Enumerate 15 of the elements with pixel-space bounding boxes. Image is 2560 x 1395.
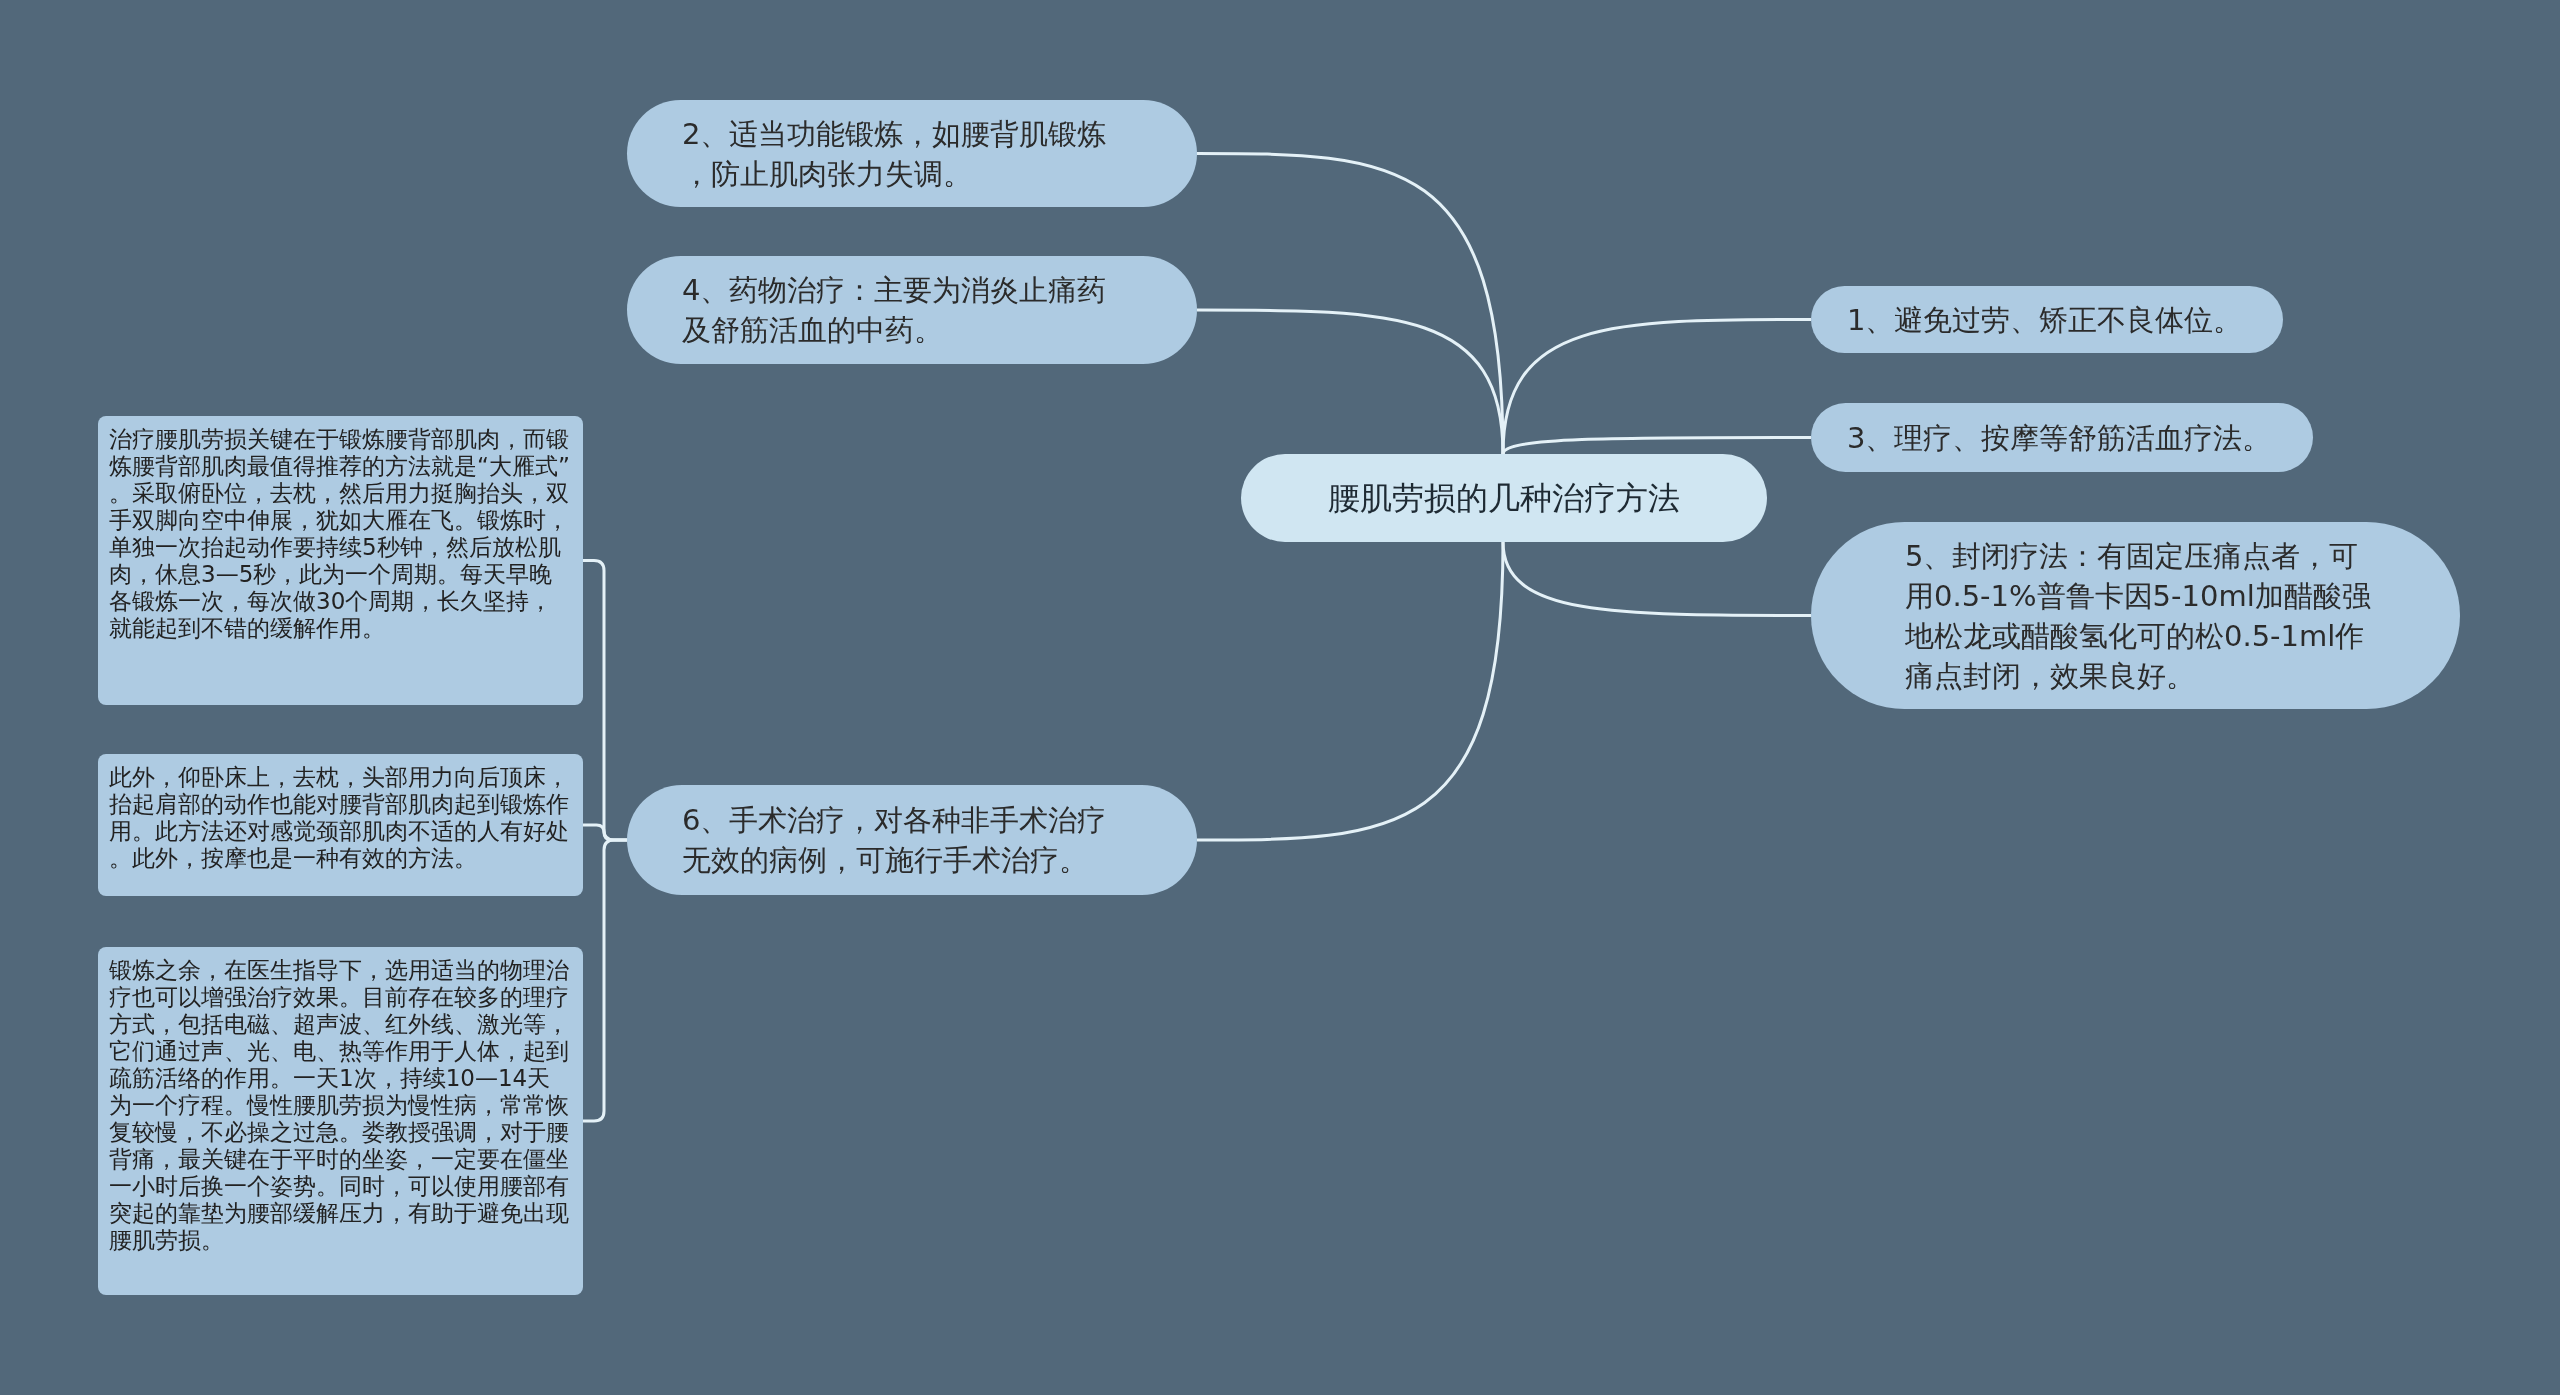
topic-box: 1、避免过劳、矫正不良体位。 (1811, 286, 2283, 353)
central-topic-box: 腰肌劳损的几种治疗方法 (1241, 454, 1767, 542)
topic-box: 2、适当功能锻炼，如腰背肌锻炼，防止肌肉张力失调。 (627, 100, 1197, 207)
topic-box: 4、药物治疗：主要为消炎止痛药及舒筋活血的中药。 (627, 256, 1197, 364)
connector-line (1197, 308, 1505, 455)
note-box: 锻炼之余，在医生指导下，选用适当的物理治疗也可以增强治疗效果。目前存在较多的理疗方式，包括电磁、超声波、红外线、激光等，它们通过声、光、电、热等作用于人体，起到疏筋活络的作用。一天1次，持续10—14天为一个疗程。慢性腰肌劳损为慢性病，常常恢复较慢，不必操之过急。娄教授强调，对于腰背痛，最关键在于平时的坐姿，一定要在僵坐一小时后换一个姿势。同时，可以使用腰部有突起的靠垫为腰部缓解压力，有助于避免出现腰肌劳损。 (98, 947, 583, 1295)
topic-box: 5、封闭疗法：有固定压痛点者，可用0.5-1%普鲁卡因5-10ml加醋酸强地松龙或醋酸氢化可的松0.5-1ml作痛点封闭，效果良好。 (1811, 522, 2460, 709)
note-box: 治疗腰肌劳损关键在于锻炼腰背部肌肉，而锻炼腰背部肌肉最值得推荐的方法就是“大雁式”。采取俯卧位，去枕，然后用力挺胸抬头，双手双脚向空中伸展，犹如大雁在飞。锻炼时，单独一次抬起动作要持续5秒钟，然后放松肌肉，休息3—5秒，此为一个周期。每天早晚各锻炼一次，每次做30个周期，长久坚持，就能起到不错的缓解作用。 (98, 416, 583, 705)
topic-box: 3、理疗、按摩等舒筋活血疗法。 (1811, 403, 2313, 472)
connector-line (1197, 541, 1505, 842)
connector-line (1501, 541, 1811, 617)
note-box: 此外，仰卧床上，去枕，头部用力向后顶床，抬起肩部的动作也能对腰背部肌肉起到锻炼作用。此方法还对感觉颈部肌肉不适的人有好处。此外，按摩也是一种有效的方法。 (98, 754, 583, 896)
connector-line (1501, 436, 1811, 455)
connector-line (583, 838, 627, 1123)
topic-box: 6、手术治疗，对各种非手术治疗无效的病例，可施行手术治疗。 (627, 785, 1197, 895)
